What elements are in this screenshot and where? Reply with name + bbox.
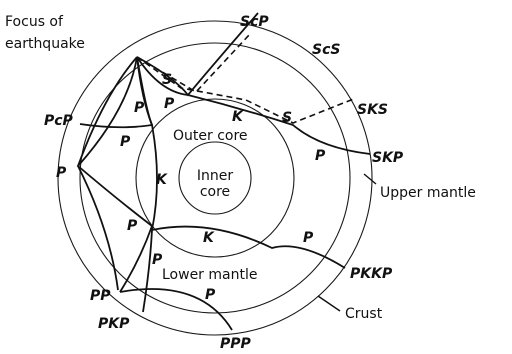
skp-ray [136, 56, 371, 155]
segment-k-1: K [232, 109, 244, 125]
phase-skp-label: SKP [372, 150, 404, 166]
segment-p-4: P [120, 134, 131, 150]
p-ray [77, 56, 138, 291]
sks-ray [136, 56, 357, 124]
upper-mantle-label: Upper mantle [380, 185, 476, 201]
segment-p-5: P [127, 218, 138, 234]
inner-core-label-line1: Inner [197, 168, 233, 184]
segment-k-3: K [203, 230, 215, 246]
phase-pkkp-label: PKKP [350, 266, 393, 282]
pkkp-ray [151, 225, 346, 269]
crust-leader [317, 295, 341, 312]
segment-s-upper: S [162, 72, 172, 88]
outer-core-label: Outer core [173, 128, 248, 144]
phase-pcp-label: PcP [44, 113, 74, 129]
phase-pkp-label: PKP [98, 316, 130, 332]
segment-k-2: K [156, 172, 168, 188]
phase-sks-label: SKS [357, 102, 388, 118]
segment-s-right: S [282, 110, 292, 126]
focus-label-line2: earthquake [5, 36, 85, 52]
segment-p-7: P [152, 252, 163, 268]
phase-ppp-label: PPP [220, 336, 252, 352]
segment-p-3: P [315, 148, 326, 164]
crust-label: Crust [345, 306, 383, 322]
crust-ring [57, 20, 373, 336]
segment-p-6: P [303, 230, 314, 246]
ppp-ray [119, 288, 233, 331]
upper-mantle-ring [79, 42, 351, 314]
inner-core-ring [178, 141, 252, 215]
inner-core-label-line2: core [200, 184, 230, 200]
lower-mantle-label: Lower mantle [162, 267, 257, 283]
phase-pp-label: PP [90, 288, 111, 304]
segment-p-8: P [205, 287, 216, 303]
segment-p-2: P [164, 96, 175, 112]
focus-label-line1: Focus of [5, 14, 64, 30]
pkp-ray [136, 56, 158, 313]
phase-p-left-label: P [56, 165, 67, 181]
segment-p-1: P [134, 100, 145, 116]
pp-ray [76, 56, 154, 293]
outer-core-ring [135, 98, 295, 258]
upper-mantle-leader [363, 173, 377, 185]
pcp-ray [79, 56, 154, 129]
phase-scp-label: ScP [240, 14, 269, 30]
phase-scs-label: ScS [312, 42, 340, 58]
